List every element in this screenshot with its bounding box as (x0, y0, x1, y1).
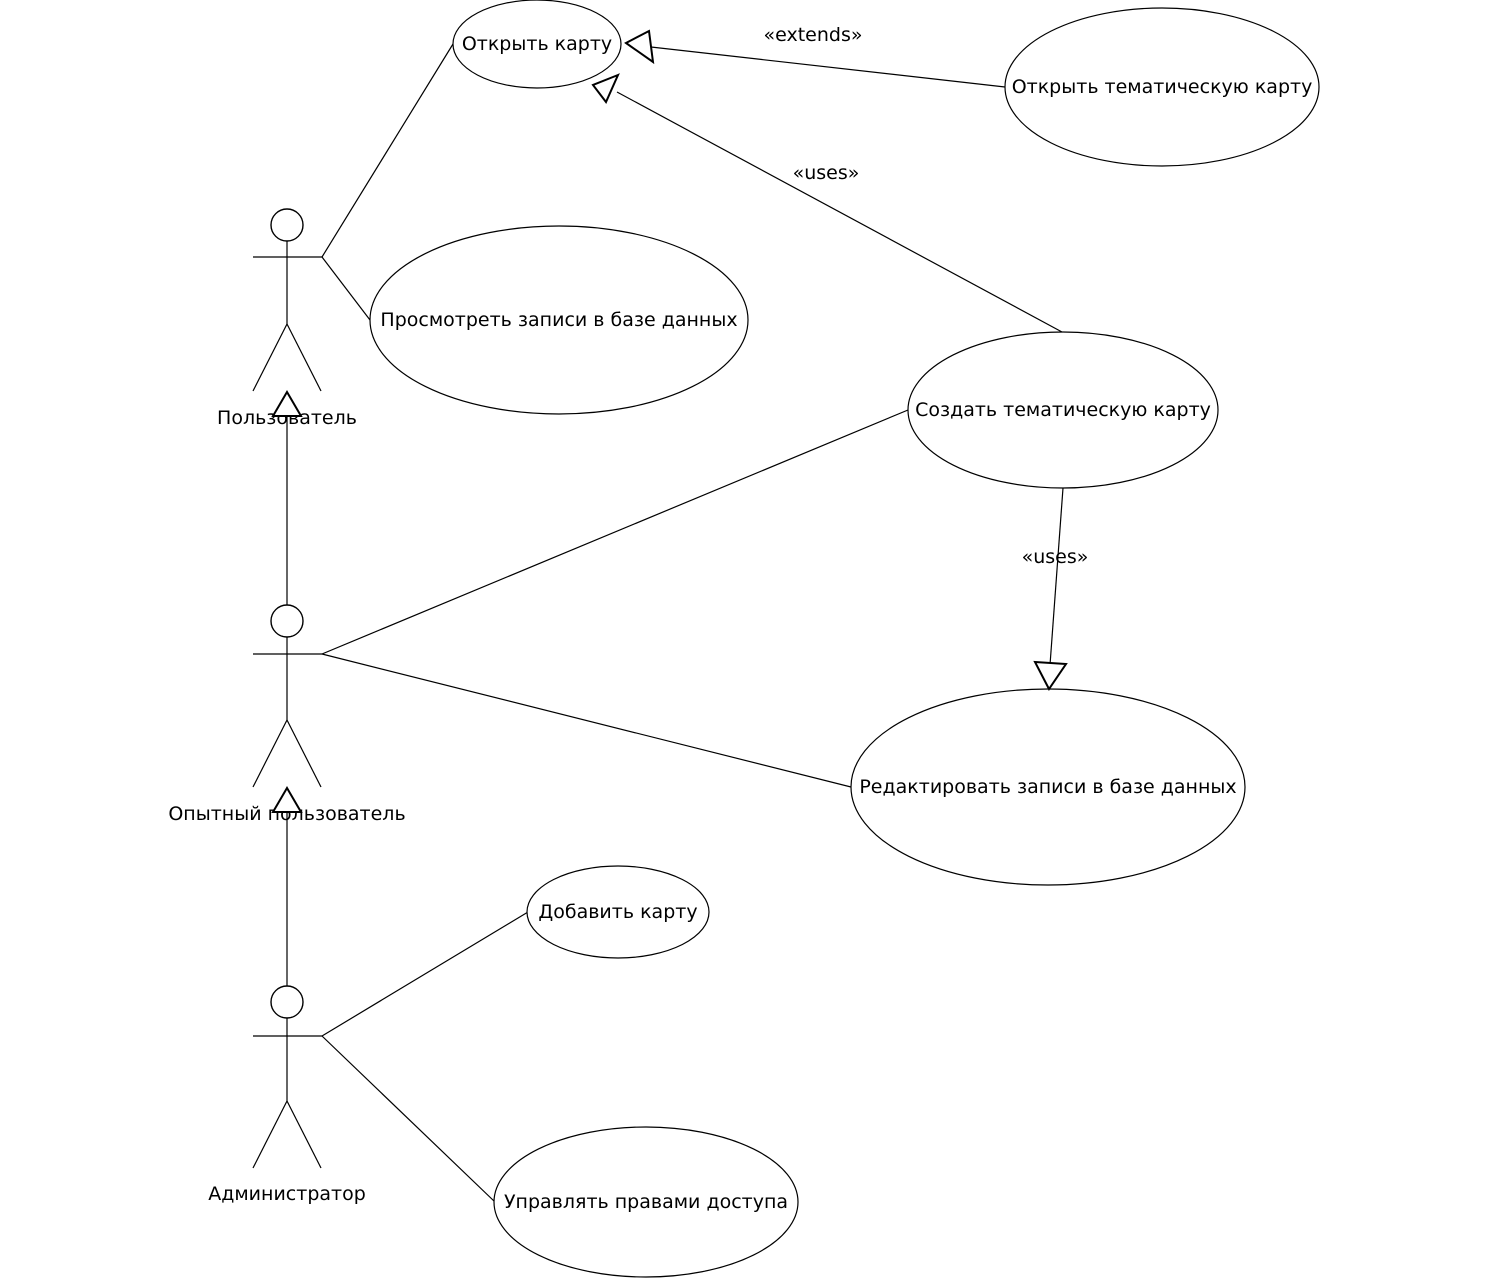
association-lines (321, 43, 909, 1203)
actor-right-leg (286, 323, 322, 392)
assoc-power-user-create-thematic-map (321, 409, 909, 655)
generalization-arrowhead-user (271, 390, 303, 417)
extends-line (650, 46, 1006, 88)
uses-arrowhead-edit-records (1033, 660, 1068, 691)
actor-head (270, 208, 304, 242)
uses-arrowhead-open-map (591, 73, 620, 104)
use-case-edit-records-label: Редактировать записи в базе данных (859, 776, 1236, 798)
assoc-user-view-records (321, 256, 371, 321)
use-case-open-thematic-map-label: Открыть тематическую карту (1012, 76, 1313, 98)
use-case-ellipse (526, 865, 710, 959)
use-case-ellipse (1004, 7, 1320, 167)
uses-stereotype-label-bottom: «uses» (1022, 546, 1089, 568)
use-case-manage-access-label: Управлять правами доступа (504, 1191, 788, 1213)
extends-stereotype-label: «extends» (764, 24, 863, 46)
use-case-open-map-label: Открыть карту (462, 33, 612, 55)
use-case-create-thematic-map-label: Создать тематическую карту (915, 399, 1211, 421)
use-case-edit-records: Редактировать записи в базе данных (850, 688, 1246, 886)
assoc-user-open-map (321, 43, 454, 258)
actor-admin: Администратор (208, 985, 366, 1205)
actor-power-user: Опытный пользователь (168, 604, 406, 825)
use-case-ellipse (452, 0, 622, 89)
generalization-arrowhead-power-user (271, 786, 303, 813)
actor-left-leg (252, 1100, 288, 1169)
use-case-create-thematic-map: Создать тематическую карту (907, 331, 1219, 489)
use-case-open-map: Открыть карту (452, 0, 622, 89)
use-case-add-map-label: Добавить карту (538, 901, 697, 923)
actor-left-leg (252, 323, 288, 392)
use-case-manage-access: Управлять правами доступа (493, 1126, 799, 1278)
use-case-view-records: Просмотреть записи в базе данных (369, 225, 749, 415)
use-case-ellipse (493, 1126, 799, 1278)
extends-arrowhead (624, 29, 655, 65)
uses-line-create-to-open (616, 91, 1063, 333)
actor-head (270, 985, 304, 1019)
assoc-admin-add-map (321, 911, 529, 1037)
assoc-power-user-edit-records (321, 653, 852, 788)
actor-right-leg (286, 719, 322, 788)
use-case-ellipse (907, 331, 1219, 489)
assoc-admin-manage-access (321, 1035, 496, 1203)
actor-user-label: Пользователь (217, 407, 357, 429)
use-case-add-map: Добавить карту (526, 865, 710, 959)
uses-stereotype-label-top: «uses» (793, 162, 860, 184)
actor-user: Пользователь (217, 208, 357, 429)
use-case-ellipse (369, 225, 749, 415)
uses-line-create-to-edit (1049, 487, 1064, 666)
actor-right-leg (286, 1100, 322, 1169)
actor-admin-label: Администратор (208, 1183, 366, 1205)
include-extend-lines (616, 46, 1064, 666)
actor-head (270, 604, 304, 638)
use-case-view-records-label: Просмотреть записи в базе данных (380, 309, 737, 331)
actor-power-user-label: Опытный пользователь (168, 803, 405, 825)
actor-left-leg (252, 719, 288, 788)
use-case-open-thematic-map: Открыть тематическую карту (1004, 7, 1320, 167)
